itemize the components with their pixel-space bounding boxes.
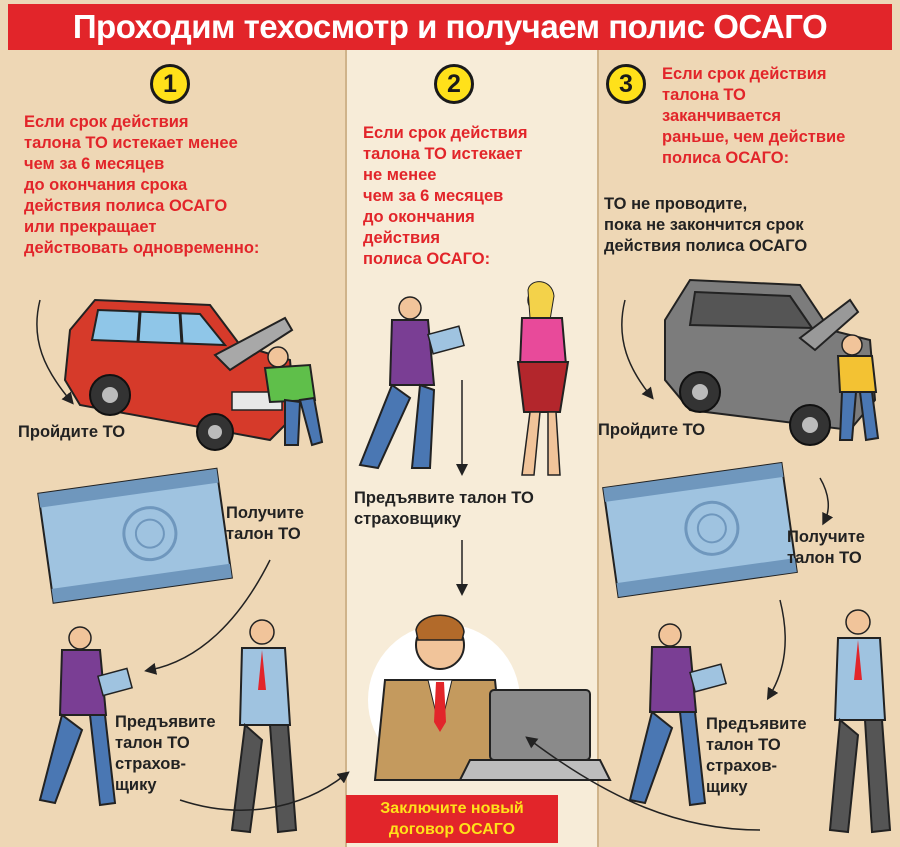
mechanic-icon (836, 334, 880, 442)
step-3-note: ТО не проводите, пока не закончится срок… (604, 195, 808, 255)
step-number-badge: 1 (150, 64, 190, 104)
step-1-get-label: Получите талон ТО (226, 504, 304, 543)
gray-suv-icon (664, 278, 877, 446)
insurance-agent-icon (516, 281, 570, 476)
driver-icon (358, 296, 465, 470)
inspector-icon (230, 619, 298, 834)
step-number-badge: 3 (606, 64, 646, 104)
step-number-badge: 2 (434, 64, 474, 104)
page-title: Проходим техосмотр и получаем полис ОСАГ… (8, 4, 892, 50)
final-step-box: Заключите новый договор ОСАГО (346, 795, 558, 843)
step-1-pass-label: Пройдите ТО (18, 423, 126, 441)
step-3-pass-label: Пройдите ТО (598, 421, 706, 439)
talon-to-icon (602, 461, 798, 599)
step-1-condition: Если срок действия талона ТО истекает ме… (24, 113, 260, 257)
driver-icon (38, 626, 133, 807)
talon-to-icon (37, 467, 233, 604)
driver-icon (628, 623, 727, 807)
step-3-get-label: Получите талон ТО (787, 528, 865, 567)
step-2-present-label: Предъявите талон ТО страховщику (354, 489, 534, 528)
inspector-icon (828, 609, 892, 834)
divider (597, 50, 599, 847)
mechanic-icon (263, 346, 324, 447)
step-3-present-label: Предъявите талон ТО страхов- щику (706, 715, 807, 796)
step-2-condition: Если срок действия талона ТО истекает не… (363, 124, 528, 268)
divider (345, 50, 347, 847)
step-3-condition: Если срок действия талона ТО заканчивает… (662, 65, 846, 167)
step-1-present-label: Предъявите талон ТО страхов- щику (115, 713, 216, 794)
insurer-desk-icon (368, 614, 612, 781)
